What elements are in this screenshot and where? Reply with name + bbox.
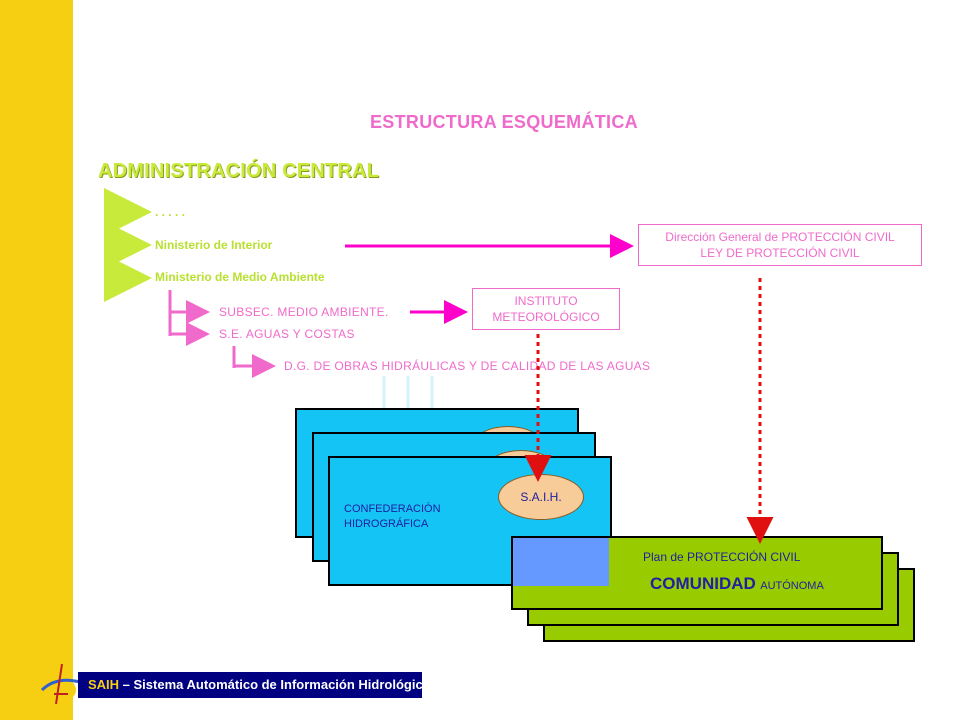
instituto-line1: INSTITUTO (514, 294, 578, 308)
pink-bracket-level2 (232, 346, 276, 378)
proteccion-line1: Dirección General de PROTECCIÓN CIVIL (665, 230, 895, 244)
overlap-block (513, 538, 609, 586)
footer-abbr: SAIH (88, 677, 120, 692)
green-bracket (104, 188, 152, 302)
sidebar-strip (0, 0, 73, 720)
confederacion-label: CONFEDERACIÓN HIDROGRÁFICA (344, 502, 441, 532)
subsec-label: SUBSEC. MEDIO AMBIENTE. (219, 305, 389, 319)
ministry-dots: . . . . . (155, 205, 186, 219)
saih-label: S.A.I.H. (520, 490, 562, 504)
saih-logo-icon (40, 663, 81, 705)
footer-bar: SAIH – Sistema Automático de Información… (78, 672, 422, 698)
confederacion-line2: HIDROGRÁFICA (344, 518, 429, 530)
ministry-interior: Ninisterio de Interior (155, 238, 273, 252)
confederacion-card-front: S.A.I.H. CONFEDERACIÓN HIDROGRÁFICA (328, 456, 612, 586)
footer-text: – Sistema Automático de Información Hidr… (119, 677, 422, 692)
autonoma-word: AUTÓNOMA (760, 580, 824, 592)
se-aguas-label: S.E. AGUAS Y COSTAS (219, 327, 355, 341)
ministry-medio-ambiente: Ministerio de Medio Ambiente (155, 270, 325, 284)
instituto-line2: METEOROLÓGICO (492, 310, 600, 324)
confederacion-line1: CONFEDERACIÓN (344, 503, 441, 515)
dg-obras-label: D.G. DE OBRAS HIDRÁULICAS Y DE CALIDAD D… (284, 359, 651, 373)
pink-bracket-level1 (168, 290, 210, 346)
page-title: ESTRUCTURA ESQUEMÁTICA (370, 112, 638, 132)
comunidad-card-front: Plan de PROTECCIÓN CIVIL COMUNIDAD AUTÓN… (511, 536, 883, 610)
comunidad-label: COMUNIDAD AUTÓNOMA (650, 574, 824, 594)
comunidad-word: COMUNIDAD (650, 574, 756, 593)
plan-proteccion-label: Plan de PROTECCIÓN CIVIL (643, 550, 801, 564)
instituto-box: INSTITUTO METEOROLÓGICO (472, 288, 620, 330)
proteccion-line2: LEY DE PROTECCIÓN CIVIL (700, 246, 860, 260)
proteccion-civil-box: Dirección General de PROTECCIÓN CIVIL LE… (638, 224, 922, 266)
admin-heading: ADMINISTRACIÓN CENTRAL (98, 160, 380, 182)
